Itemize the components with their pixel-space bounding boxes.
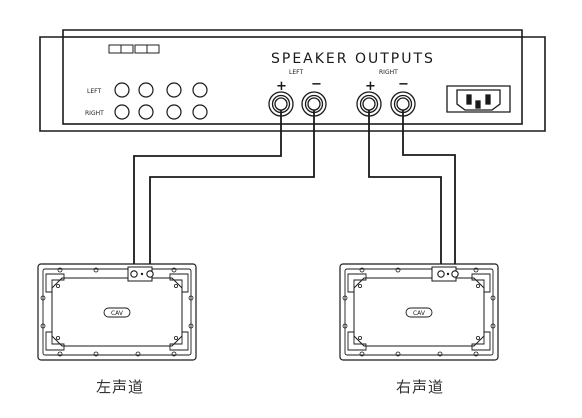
row-label-left: LEFT [87,88,101,95]
rca-jacks-left-row [114,82,208,98]
speaker-logo: CAV [111,310,124,317]
corner-clamp [471,273,491,293]
switch-4 [146,44,160,54]
speaker-logo-badge [405,307,433,318]
rca-jack [166,82,182,98]
speaker-terminal-block [127,266,154,282]
panel-title: SPEAKER OUTPUTS [271,51,435,67]
speaker-baffle [353,277,485,347]
speaker-terminal-positive [130,270,138,278]
rca-jack [138,104,154,120]
corner-clamp [45,273,65,293]
corner-clamp [347,273,367,293]
wire-left-positive [133,110,282,266]
corner-clamp [45,331,65,351]
group-label-right: RIGHT [379,69,398,76]
power-inlet-icon [446,85,511,113]
speaker-terminal-positive [437,270,445,278]
speaker-inner-frame [42,268,192,356]
speaker-terminal-negative [451,270,459,278]
row-label-right: RIGHT [85,110,104,117]
corner-clamp [169,273,189,293]
right-channel-caption: 右声道 [396,378,445,396]
rca-jack [114,82,130,98]
amplifier-rear-panel: SPEAKER OUTPUTS LEFT RIGHT LEFT RIGHT + … [39,29,546,132]
rca-jacks-right-row [114,104,208,120]
speaker-inner-frame [344,268,494,356]
speaker-terminal-block [431,266,459,282]
wire-right-positive [368,110,442,266]
plus-marker-left: + [276,79,287,94]
rca-jack [138,82,154,98]
group-label-left: LEFT [289,69,303,76]
rca-jack [114,104,130,120]
corner-clamp [471,331,491,351]
rca-jack [192,82,208,98]
speaker-wires [133,110,456,266]
left-speaker: CAV [37,263,197,361]
rca-jack [192,104,208,120]
plus-marker-right: + [365,79,376,94]
switch-2 [120,44,134,54]
minus-marker-right: − [398,77,409,92]
speaker-baffle [51,277,183,347]
left-channel-caption: 左声道 [96,378,145,396]
speaker-logo-badge [103,307,131,318]
minus-marker-left: − [311,77,322,92]
wire-right-negative [402,110,456,266]
speaker-terminal-negative [146,270,154,278]
wire-left-negative [149,110,315,266]
rca-jack [166,104,182,120]
corner-clamp [169,331,189,351]
screw-holes [40,267,194,357]
right-speaker: CAV [339,263,499,361]
corner-clamp [347,331,367,351]
speaker-logo: CAV [413,310,426,317]
screw-holes [342,267,496,357]
